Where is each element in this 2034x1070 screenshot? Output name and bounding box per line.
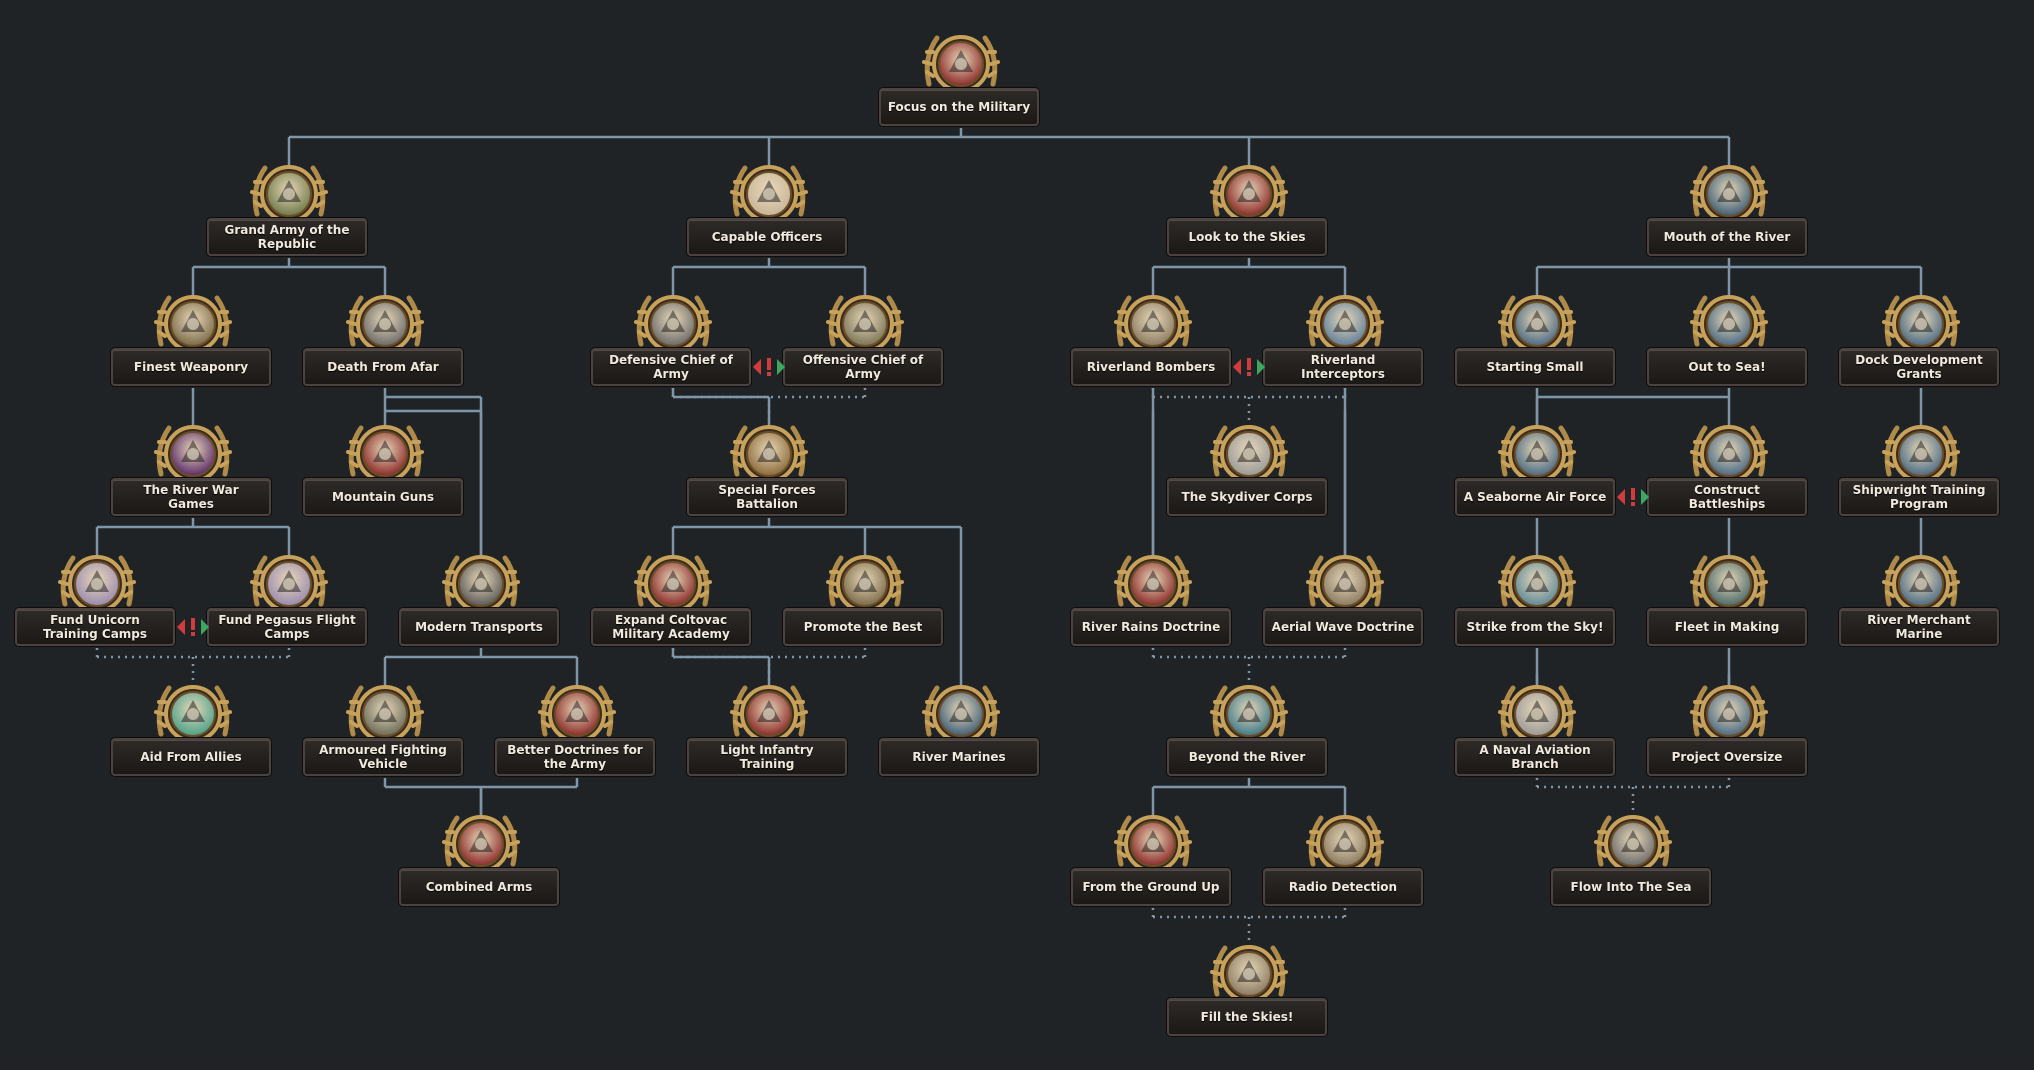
focus-label: Better Doctrines for the Army <box>495 738 655 776</box>
focus-offensive-chief[interactable]: Offensive Chief of Army <box>783 284 947 404</box>
focus-label: Armoured Fighting Vehicle <box>303 738 463 776</box>
focus-dock-grants[interactable]: Dock Development Grants <box>1839 284 2003 404</box>
focus-label: Promote the Best <box>783 608 943 646</box>
focus-label: The Skydiver Corps <box>1167 478 1327 516</box>
focus-focus-military[interactable]: Focus on the Military <box>879 24 1043 144</box>
focus-label: Project Oversize <box>1647 738 1807 776</box>
focus-better-doctrines[interactable]: Better Doctrines for the Army <box>495 674 659 794</box>
focus-river-merchant[interactable]: River Merchant Marine <box>1839 544 2003 664</box>
mutually-exclusive-icon <box>1615 485 1651 509</box>
mutually-exclusive-icon <box>175 615 211 639</box>
focus-defensive-chief[interactable]: Defensive Chief of Army <box>591 284 755 404</box>
focus-mouth-river[interactable]: Mouth of the River <box>1647 154 1811 274</box>
focus-label: River Marines <box>879 738 1039 776</box>
focus-label: Aerial Wave Doctrine <box>1263 608 1423 646</box>
focus-special-forces[interactable]: Special Forces Battalion <box>687 414 851 534</box>
focus-label: River Merchant Marine <box>1839 608 1999 646</box>
focus-beyond-river[interactable]: Beyond the River <box>1167 674 1331 794</box>
focus-label: Grand Army of the Republic <box>207 218 367 256</box>
focus-label: Riverland Interceptors <box>1263 348 1423 386</box>
focus-label: Fleet in Making <box>1647 608 1807 646</box>
focus-label: A Seaborne Air Force <box>1455 478 1615 516</box>
focus-label: Death From Afar <box>303 348 463 386</box>
focus-label: Focus on the Military <box>879 88 1039 126</box>
focus-skydiver-corps[interactable]: The Skydiver Corps <box>1167 414 1331 534</box>
focus-fill-skies[interactable]: Fill the Skies! <box>1167 934 1331 1054</box>
focus-riverland-interceptors[interactable]: Riverland Interceptors <box>1263 284 1427 404</box>
focus-label: Modern Transports <box>399 608 559 646</box>
focus-modern-transports[interactable]: Modern Transports <box>399 544 563 664</box>
focus-label: The River War Games <box>111 478 271 516</box>
focus-label: River Rains Doctrine <box>1071 608 1231 646</box>
focus-label: Out to Sea! <box>1647 348 1807 386</box>
focus-aid-allies[interactable]: Aid From Allies <box>111 674 275 794</box>
mutually-exclusive-icon <box>1231 355 1267 379</box>
focus-expand-coltovac[interactable]: Expand Coltovac Military Academy <box>591 544 755 664</box>
focus-combined-arms[interactable]: Combined Arms <box>399 804 563 924</box>
focus-riverland-bombers[interactable]: Riverland Bombers <box>1071 284 1235 404</box>
focus-label: Aid From Allies <box>111 738 271 776</box>
focus-fleet-making[interactable]: Fleet in Making <box>1647 544 1811 664</box>
focus-label: Combined Arms <box>399 868 559 906</box>
focus-seaborne-air[interactable]: A Seaborne Air Force <box>1455 414 1619 534</box>
focus-label: Fund Unicorn Training Camps <box>15 608 175 646</box>
focus-label: Look to the Skies <box>1167 218 1327 256</box>
focus-label: Finest Weaponry <box>111 348 271 386</box>
focus-grand-army[interactable]: Grand Army of the Republic <box>207 154 371 274</box>
focus-fund-pegasus[interactable]: Fund Pegasus Flight Camps <box>207 544 371 664</box>
focus-label: Construct Battleships <box>1647 478 1807 516</box>
focus-radio-detection[interactable]: Radio Detection <box>1263 804 1427 924</box>
focus-label: Radio Detection <box>1263 868 1423 906</box>
focus-label: Dock Development Grants <box>1839 348 1999 386</box>
focus-promote-best[interactable]: Promote the Best <box>783 544 947 664</box>
focus-label: Beyond the River <box>1167 738 1327 776</box>
focus-starting-small[interactable]: Starting Small <box>1455 284 1619 404</box>
focus-look-skies[interactable]: Look to the Skies <box>1167 154 1331 274</box>
focus-river-rains[interactable]: River Rains Doctrine <box>1071 544 1235 664</box>
focus-finest-weaponry[interactable]: Finest Weaponry <box>111 284 275 404</box>
focus-label: Mountain Guns <box>303 478 463 516</box>
focus-label: Shipwright Training Program <box>1839 478 1999 516</box>
focus-capable-officers[interactable]: Capable Officers <box>687 154 851 274</box>
focus-label: Defensive Chief of Army <box>591 348 751 386</box>
focus-river-war-games[interactable]: The River War Games <box>111 414 275 534</box>
focus-label: Flow Into The Sea <box>1551 868 1711 906</box>
focus-project-oversize[interactable]: Project Oversize <box>1647 674 1811 794</box>
focus-naval-aviation[interactable]: A Naval Aviation Branch <box>1455 674 1619 794</box>
focus-river-marines[interactable]: River Marines <box>879 674 1043 794</box>
focus-label: Capable Officers <box>687 218 847 256</box>
focus-shipwright-training[interactable]: Shipwright Training Program <box>1839 414 2003 534</box>
focus-label: Expand Coltovac Military Academy <box>591 608 751 646</box>
focus-fund-unicorn[interactable]: Fund Unicorn Training Camps <box>15 544 179 664</box>
focus-label: A Naval Aviation Branch <box>1455 738 1615 776</box>
focus-label: Fund Pegasus Flight Camps <box>207 608 367 646</box>
focus-mountain-guns[interactable]: Mountain Guns <box>303 414 467 534</box>
focus-label: Offensive Chief of Army <box>783 348 943 386</box>
focus-label: Fill the Skies! <box>1167 998 1327 1036</box>
focus-strike-sky[interactable]: Strike from the Sky! <box>1455 544 1619 664</box>
focus-light-infantry[interactable]: Light Infantry Training <box>687 674 851 794</box>
focus-label: Light Infantry Training <box>687 738 847 776</box>
focus-flow-sea[interactable]: Flow Into The Sea <box>1551 804 1715 924</box>
focus-label: Mouth of the River <box>1647 218 1807 256</box>
focus-label: Special Forces Battalion <box>687 478 847 516</box>
focus-death-afar[interactable]: Death From Afar <box>303 284 467 404</box>
mutually-exclusive-icon <box>751 355 787 379</box>
focus-construct-battleships[interactable]: Construct Battleships <box>1647 414 1811 534</box>
focus-label: Riverland Bombers <box>1071 348 1231 386</box>
focus-aerial-wave[interactable]: Aerial Wave Doctrine <box>1263 544 1427 664</box>
focus-ground-up[interactable]: From the Ground Up <box>1071 804 1235 924</box>
focus-label: Strike from the Sky! <box>1455 608 1615 646</box>
focus-armoured-vehicle[interactable]: Armoured Fighting Vehicle <box>303 674 467 794</box>
focus-label: From the Ground Up <box>1071 868 1231 906</box>
focus-out-to-sea[interactable]: Out to Sea! <box>1647 284 1811 404</box>
focus-label: Starting Small <box>1455 348 1615 386</box>
